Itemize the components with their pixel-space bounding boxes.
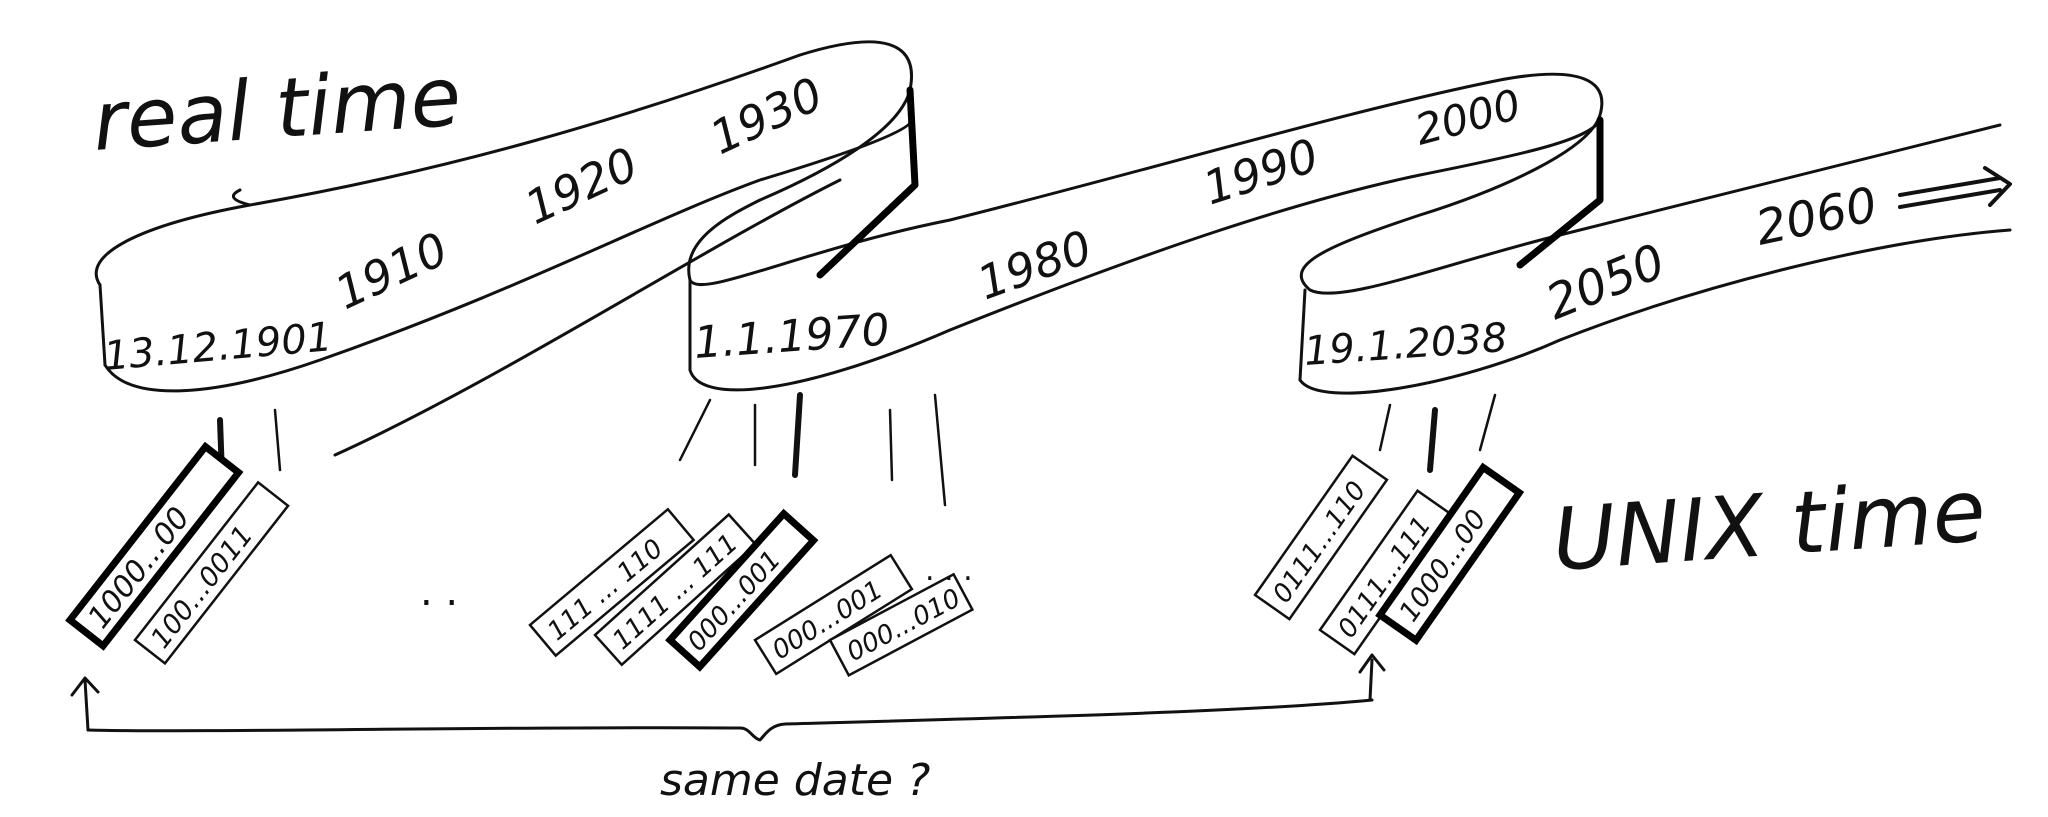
connector-line bbox=[678, 398, 712, 462]
ribbon-bottom-edge-3 bbox=[1298, 228, 2012, 395]
up-arrow-icon bbox=[1358, 653, 1386, 702]
up-arrow-icon bbox=[70, 676, 100, 732]
ribbon-inner-curve-left bbox=[232, 188, 252, 207]
year-label: 2050 bbox=[1539, 233, 1673, 331]
connector-line bbox=[273, 408, 282, 472]
connector-line bbox=[1427, 407, 1438, 473]
connector-line bbox=[792, 392, 803, 478]
date-label: 1.1.1970 bbox=[692, 304, 891, 369]
year-label: 1910 bbox=[327, 222, 456, 320]
connector-line bbox=[1378, 403, 1392, 452]
ellipsis: . . bbox=[420, 569, 458, 615]
future-arrow-icon bbox=[1898, 166, 2012, 209]
ribbon-bottom-edge-2 bbox=[688, 118, 1602, 392]
ribbon-inner-curve-top bbox=[333, 178, 842, 457]
year-label: 2000 bbox=[1410, 80, 1526, 155]
same-date-question: same date ? bbox=[660, 755, 930, 806]
date-label: 13.12.1901 bbox=[102, 314, 334, 380]
trailing-dots: . . . bbox=[925, 553, 973, 588]
ribbon-fold-right bbox=[1298, 288, 1307, 382]
real-time-heading: real time bbox=[90, 49, 464, 169]
connectors bbox=[217, 392, 1497, 507]
year-labels: 1910 1920 1930 1980 1990 2000 2050 2060 bbox=[327, 67, 1882, 332]
connector-line bbox=[933, 393, 947, 507]
register-group-2: 111 ... 110 1111 ... 111 000...001 000..… bbox=[528, 507, 975, 678]
ribbon-top-edge bbox=[94, 40, 2002, 295]
bracket-line bbox=[86, 698, 1374, 742]
register-group-3: 0111...110 0111...111 1000...00 bbox=[1253, 454, 1525, 656]
register-group-1: 1000...00 100...0011 bbox=[65, 441, 290, 666]
ribbon-fold-shadow-2 bbox=[1516, 116, 1604, 269]
ribbon-bottom-edge bbox=[103, 118, 914, 393]
comparison-bracket bbox=[70, 653, 1386, 742]
ribbon-fold-shadow-1 bbox=[816, 86, 919, 279]
year-label: 1920 bbox=[517, 137, 646, 235]
unix-time-heading: UNIX time bbox=[1549, 461, 1988, 591]
year-label: 2060 bbox=[1751, 177, 1882, 257]
ribbon-fold-left bbox=[98, 283, 107, 367]
connector-line bbox=[888, 408, 894, 482]
connector-line bbox=[1478, 393, 1497, 452]
date-label: 19.1.2038 bbox=[1302, 315, 1508, 375]
